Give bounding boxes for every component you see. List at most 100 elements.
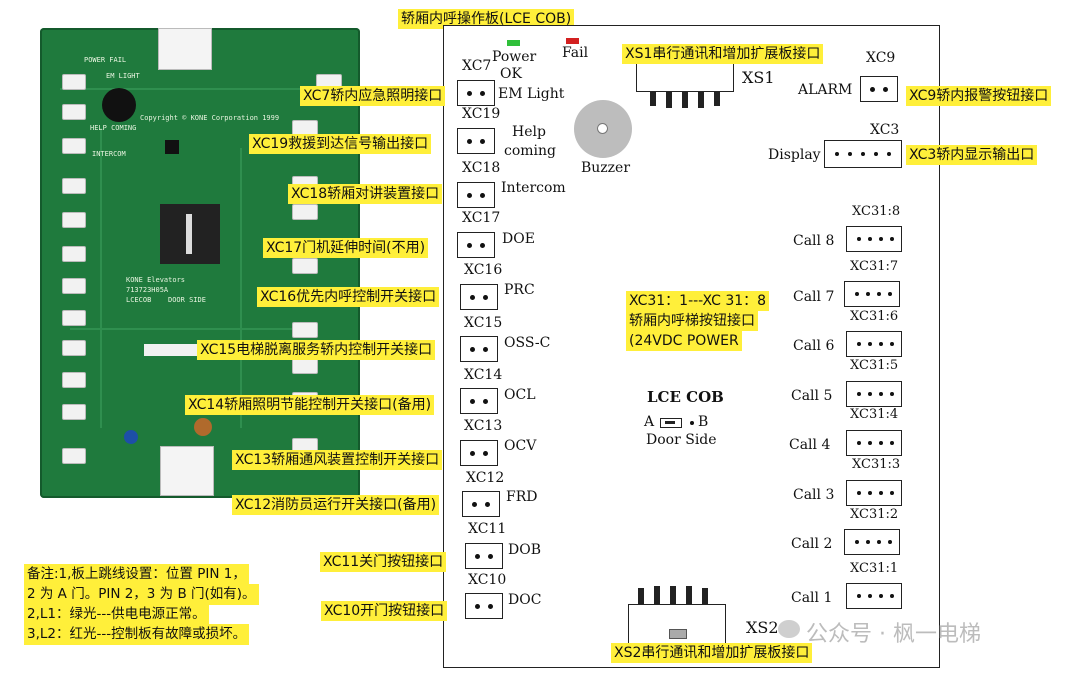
fail-label: Fail (562, 45, 589, 61)
xc9-desc: ALARM (798, 82, 853, 98)
note-line-2: 2 为 A 门。PIN 2，3 为 B 门(如有)。 (24, 584, 259, 605)
xc14-id: XC14 (464, 367, 503, 383)
call7-connector (844, 281, 900, 307)
xs1-pin (666, 92, 672, 108)
xs1-pin (650, 92, 656, 106)
callout-xc12: XC12消防员运行开关接口(备用) (232, 495, 440, 515)
xc19-id: XC19 (462, 106, 501, 122)
ok-label: OK (500, 66, 522, 82)
xs2-pin (654, 586, 660, 604)
xc7-connector (457, 80, 495, 106)
xc9-connector (860, 76, 898, 102)
watermark: 公众号 · 枫一电梯 (806, 622, 981, 647)
callout-xc7: XC7轿内应急照明接口 (300, 86, 446, 106)
call8-id: XC31:8 (852, 204, 901, 219)
xs1-label: XS1 (742, 68, 775, 87)
xs2-pin (686, 586, 692, 604)
xc7-desc: EM Light (498, 86, 565, 102)
note-line-3: 2,L1：绿光---供电电源正常。 (24, 604, 209, 625)
xs2-pin (638, 588, 644, 604)
callout-xc10: XC10开门按钮接口 (321, 601, 448, 621)
xs1-pin (714, 92, 720, 106)
call8-connector (846, 226, 902, 252)
buzzer-center (597, 123, 608, 134)
xc19-desc2: coming (504, 143, 557, 159)
lce-cob-center-title: LCE COB (647, 388, 724, 406)
jumper-icon (660, 418, 682, 428)
callout-xc3: XC3轿内显示输出口 (906, 145, 1038, 165)
xc11-id: XC11 (468, 521, 507, 537)
xs1-connector (636, 60, 734, 92)
xc9-id: XC9 (866, 50, 896, 66)
xc11-connector (465, 543, 503, 569)
callout-xc31-line1: XC31：1---XC 31：8 (626, 291, 770, 311)
call2-desc: Call 2 (791, 536, 833, 552)
pcb-silk-em-light: EM LIGHT (106, 72, 140, 80)
call5-connector (846, 381, 902, 407)
board-title: 轿厢内呼操作板(LCE COB) (398, 9, 575, 29)
xc13-id: XC13 (464, 418, 503, 434)
buzzer-label: Buzzer (581, 160, 631, 176)
xc17-id: XC17 (462, 210, 501, 226)
xc14-desc: OCL (504, 387, 536, 403)
xc13-connector (460, 440, 498, 466)
xc16-desc: PRC (504, 282, 535, 298)
call7-desc: Call 7 (793, 289, 835, 305)
xc7-id: XC7 (462, 58, 492, 74)
xc16-id: XC16 (464, 262, 503, 278)
xc18-connector (457, 182, 495, 208)
callout-xs1: XS1串行通讯和增加扩展板接口 (622, 44, 824, 64)
power-led-icon (507, 40, 520, 46)
callout-xc31-line3: (24VDC POWER (626, 331, 742, 351)
call5-desc: Call 5 (791, 388, 833, 404)
xc12-desc: FRD (506, 489, 538, 505)
xc15-id: XC15 (464, 315, 503, 331)
xc3-id: XC3 (870, 122, 900, 138)
fail-led-icon (566, 38, 579, 44)
callout-xc18: XC18轿厢对讲装置接口 (288, 184, 443, 204)
call4-id: XC31:4 (850, 407, 899, 422)
xs1-pin (698, 92, 704, 108)
xs2-connector (628, 604, 726, 644)
callout-xc15: XC15电梯脱离服务轿内控制开关接口 (197, 340, 436, 360)
xc17-connector (457, 232, 495, 258)
xc19-desc: Help (512, 124, 546, 140)
jumper-dot (690, 421, 694, 425)
jumper-b-label: B (698, 414, 709, 430)
callout-xc19: XC19救援到达信号输出接口 (249, 134, 432, 154)
callout-xc14: XC14轿厢照明节能控制开关接口(备用) (185, 395, 435, 415)
call4-desc: Call 4 (789, 437, 831, 453)
call6-id: XC31:6 (850, 309, 899, 324)
callout-xc9: XC9轿内报警按钮接口 (906, 86, 1052, 106)
jumper-a-label: A (644, 414, 655, 430)
call3-desc: Call 3 (793, 487, 835, 503)
xc3-desc: Display (768, 147, 821, 163)
pcb-silk-copyright: Copyright © KONE Corporation 1999 (140, 114, 280, 122)
wechat-icon (778, 620, 800, 638)
power-label: Power (492, 49, 537, 65)
xc10-connector (465, 593, 503, 619)
call7-id: XC31:7 (850, 259, 899, 274)
xc11-desc: DOB (508, 542, 541, 558)
call2-connector (844, 529, 900, 555)
xc13-desc: OCV (504, 438, 537, 454)
pcb-silk-power-fail: POWER FAIL (84, 56, 127, 64)
call1-id: XC31:1 (850, 561, 899, 576)
call5-id: XC31:5 (850, 358, 899, 373)
xc15-connector (460, 336, 498, 362)
pcb-silk-lcecob: LCECOB (126, 296, 152, 304)
xs2-pin (702, 588, 708, 604)
note-line-1: 备注:1,板上跳线设置：位置 PIN 1， (24, 564, 249, 585)
xc14-connector (460, 388, 498, 414)
note-line-4: 3,L2：红光---控制板有故障或损坏。 (24, 624, 250, 645)
call4-connector (846, 430, 902, 456)
xc12-connector (462, 491, 500, 517)
call6-desc: Call 6 (793, 338, 835, 354)
call1-connector (846, 583, 902, 609)
xc10-desc: DOC (508, 592, 542, 608)
pcb-silk-kone: KONE Elevators (126, 276, 186, 284)
xc16-connector (460, 284, 498, 310)
call8-desc: Call 8 (793, 233, 835, 249)
call2-id: XC31:2 (850, 507, 899, 522)
pcb-silk-door-side: DOOR SIDE (168, 296, 206, 304)
